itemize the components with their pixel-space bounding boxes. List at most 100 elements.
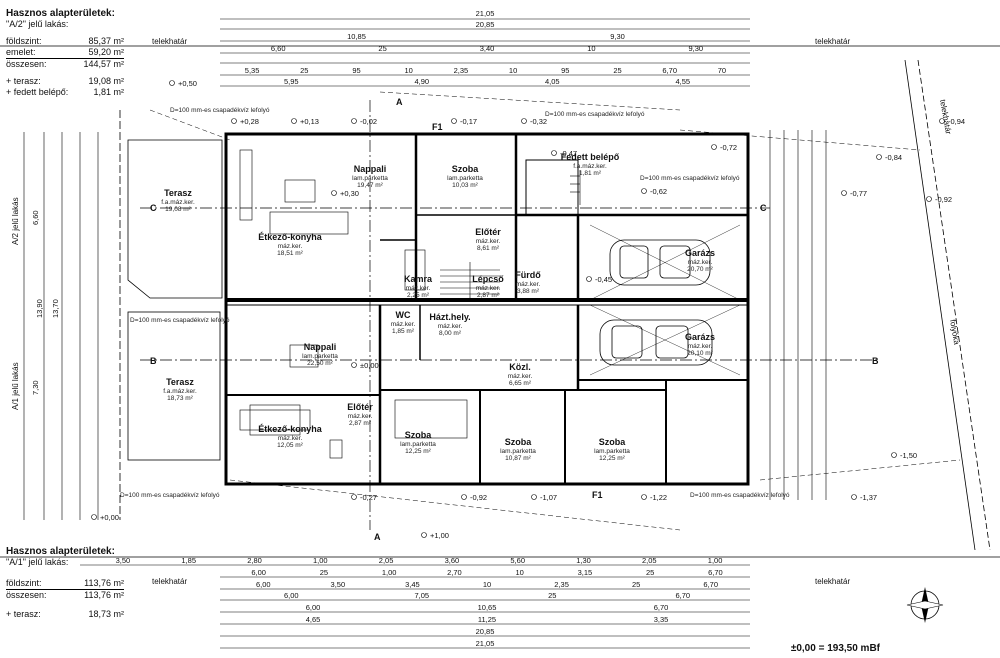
room-floor: lam.parketta xyxy=(302,353,338,360)
plot-boundary-label: telekhatár xyxy=(152,577,187,586)
dim-bottom: 1,85 xyxy=(181,556,196,565)
car-silhouettes xyxy=(589,224,741,376)
room-area: 12,25 m² xyxy=(599,455,625,462)
room-area: 19,47 m² xyxy=(357,182,383,189)
room-floor: lam.parketta xyxy=(400,441,436,448)
level-marker-icon xyxy=(421,532,427,538)
plot-boundary-label: telekhatár xyxy=(152,37,187,46)
level-marks: +0,50+0,28+0,13-0,02-0,17-0,32-0,47-0,72… xyxy=(91,79,965,540)
level-marker-icon xyxy=(841,190,847,196)
dim-top: 9,30 xyxy=(688,44,703,53)
room-area: 12,05 m² xyxy=(277,442,303,449)
dim-inner: 20,85 xyxy=(476,20,495,29)
left-dim: 13,70 xyxy=(51,299,60,318)
level-marker-icon xyxy=(531,494,537,500)
level-marker-icon xyxy=(331,190,337,196)
area-panel-a1: Hasznos alapterületek: "A/1" jelű lakás:… xyxy=(6,546,124,620)
section-mark-c-left: C xyxy=(150,203,157,213)
section-mark-b-left: B xyxy=(150,356,157,366)
level-marker-icon xyxy=(169,80,175,86)
room-floor: máz.ker. xyxy=(438,323,463,330)
area-row: + fedett belépő:1,81 m² xyxy=(6,87,124,97)
dim-top: 4,05 xyxy=(545,77,560,86)
room-floor: lam.parketta xyxy=(352,175,388,182)
dim-bottom: 2,05 xyxy=(642,556,657,565)
room-name: Szoba xyxy=(405,430,432,440)
dim-top: 10 xyxy=(509,66,517,75)
level-marker-icon xyxy=(851,494,857,500)
level-value: -0,62 xyxy=(650,187,667,196)
building-walls xyxy=(224,132,750,486)
dim-bottom: 25 xyxy=(320,568,328,577)
dim-top: 6,70 xyxy=(662,66,677,75)
dim-bottom: 6,70 xyxy=(708,568,723,577)
room-area: 2,87 m² xyxy=(349,420,372,427)
dim-bottom: 6,70 xyxy=(654,603,669,612)
level-marker-icon xyxy=(291,118,297,124)
level-value: -0,77 xyxy=(850,189,867,198)
dim-top: 95 xyxy=(352,66,360,75)
room-name: Fedett belépő xyxy=(561,152,620,162)
dim-bottom: 2,35 xyxy=(554,580,569,589)
level-value: -0,32 xyxy=(530,117,547,126)
dim-bottom: 10 xyxy=(515,568,523,577)
room-name: Közl. xyxy=(509,362,531,372)
room-name: Étkező-konyha xyxy=(258,232,323,242)
room-floor: lam.parketta xyxy=(594,448,630,455)
section-mark-a-bottom: A xyxy=(374,532,381,542)
level-marker-icon xyxy=(231,118,237,124)
room-name: WC xyxy=(396,310,411,320)
dim-bottom: 3,15 xyxy=(578,568,593,577)
level-value: +0,00 xyxy=(100,513,119,522)
room-name: Előtér xyxy=(347,402,373,412)
level-marker-icon xyxy=(351,362,357,368)
dim-top: 70 xyxy=(718,66,726,75)
room-floor: máz.ker. xyxy=(508,373,533,380)
level-value: -0,72 xyxy=(720,143,737,152)
left-dimension-lines xyxy=(23,132,99,520)
north-arrow-icon xyxy=(906,587,944,623)
room-floor: máz.ker. xyxy=(348,413,373,420)
level-value: -0,17 xyxy=(460,117,477,126)
room-name: Étkező-konyha xyxy=(258,424,323,434)
dim-top: 10 xyxy=(405,66,413,75)
dim-top: 25 xyxy=(613,66,621,75)
dim-bottom: 25 xyxy=(548,591,556,600)
level-value: -0,92 xyxy=(470,493,487,502)
room-name: Kamra xyxy=(404,274,433,284)
dim-bottom: 1,00 xyxy=(313,556,328,565)
room-name: Fürdő xyxy=(515,270,541,280)
section-mark-b-right: B xyxy=(872,356,879,366)
dim-bottom: 6,70 xyxy=(675,591,690,600)
drain-note: D=100 mm-es csapadékvíz lefolyó xyxy=(120,492,220,499)
left-dim: 7,30 xyxy=(31,380,40,395)
level-marker-icon xyxy=(451,118,457,124)
room-area: 2,87 m² xyxy=(477,292,500,299)
dim-top: 25 xyxy=(300,66,308,75)
room-area: 18,73 m² xyxy=(167,395,193,402)
level-marker-icon xyxy=(876,154,882,160)
level-value: -1,22 xyxy=(650,493,667,502)
dim-bottom: 3,50 xyxy=(331,580,346,589)
room-floor: máz.ker. xyxy=(278,243,303,250)
area-row-total: összesen:113,76 m² xyxy=(6,590,124,600)
room-name: Előtér xyxy=(475,227,501,237)
apartment-a1-label: A/1 jelű lakás xyxy=(11,362,20,410)
section-lines xyxy=(140,100,880,530)
room-area: 1,85 m² xyxy=(392,328,415,335)
level-marker-icon xyxy=(551,150,557,156)
room-name: Nappali xyxy=(354,164,387,174)
level-marker-icon xyxy=(586,276,592,282)
dim-bottom: 6,00 xyxy=(251,568,266,577)
level-value: -0,92 xyxy=(935,195,952,204)
level-marker-icon xyxy=(641,188,647,194)
level-value: +0,30 xyxy=(340,189,359,198)
left-dim: 6,60 xyxy=(31,210,40,225)
room-area: 8,61 m² xyxy=(477,245,500,252)
area-row: + terasz:18,73 m² xyxy=(6,609,124,619)
room-name: Garázs xyxy=(685,332,715,342)
dim-bottom: 11,25 xyxy=(478,615,496,624)
room-area: 18,51 m² xyxy=(277,250,303,257)
room-area: 8,00 m² xyxy=(439,330,462,337)
